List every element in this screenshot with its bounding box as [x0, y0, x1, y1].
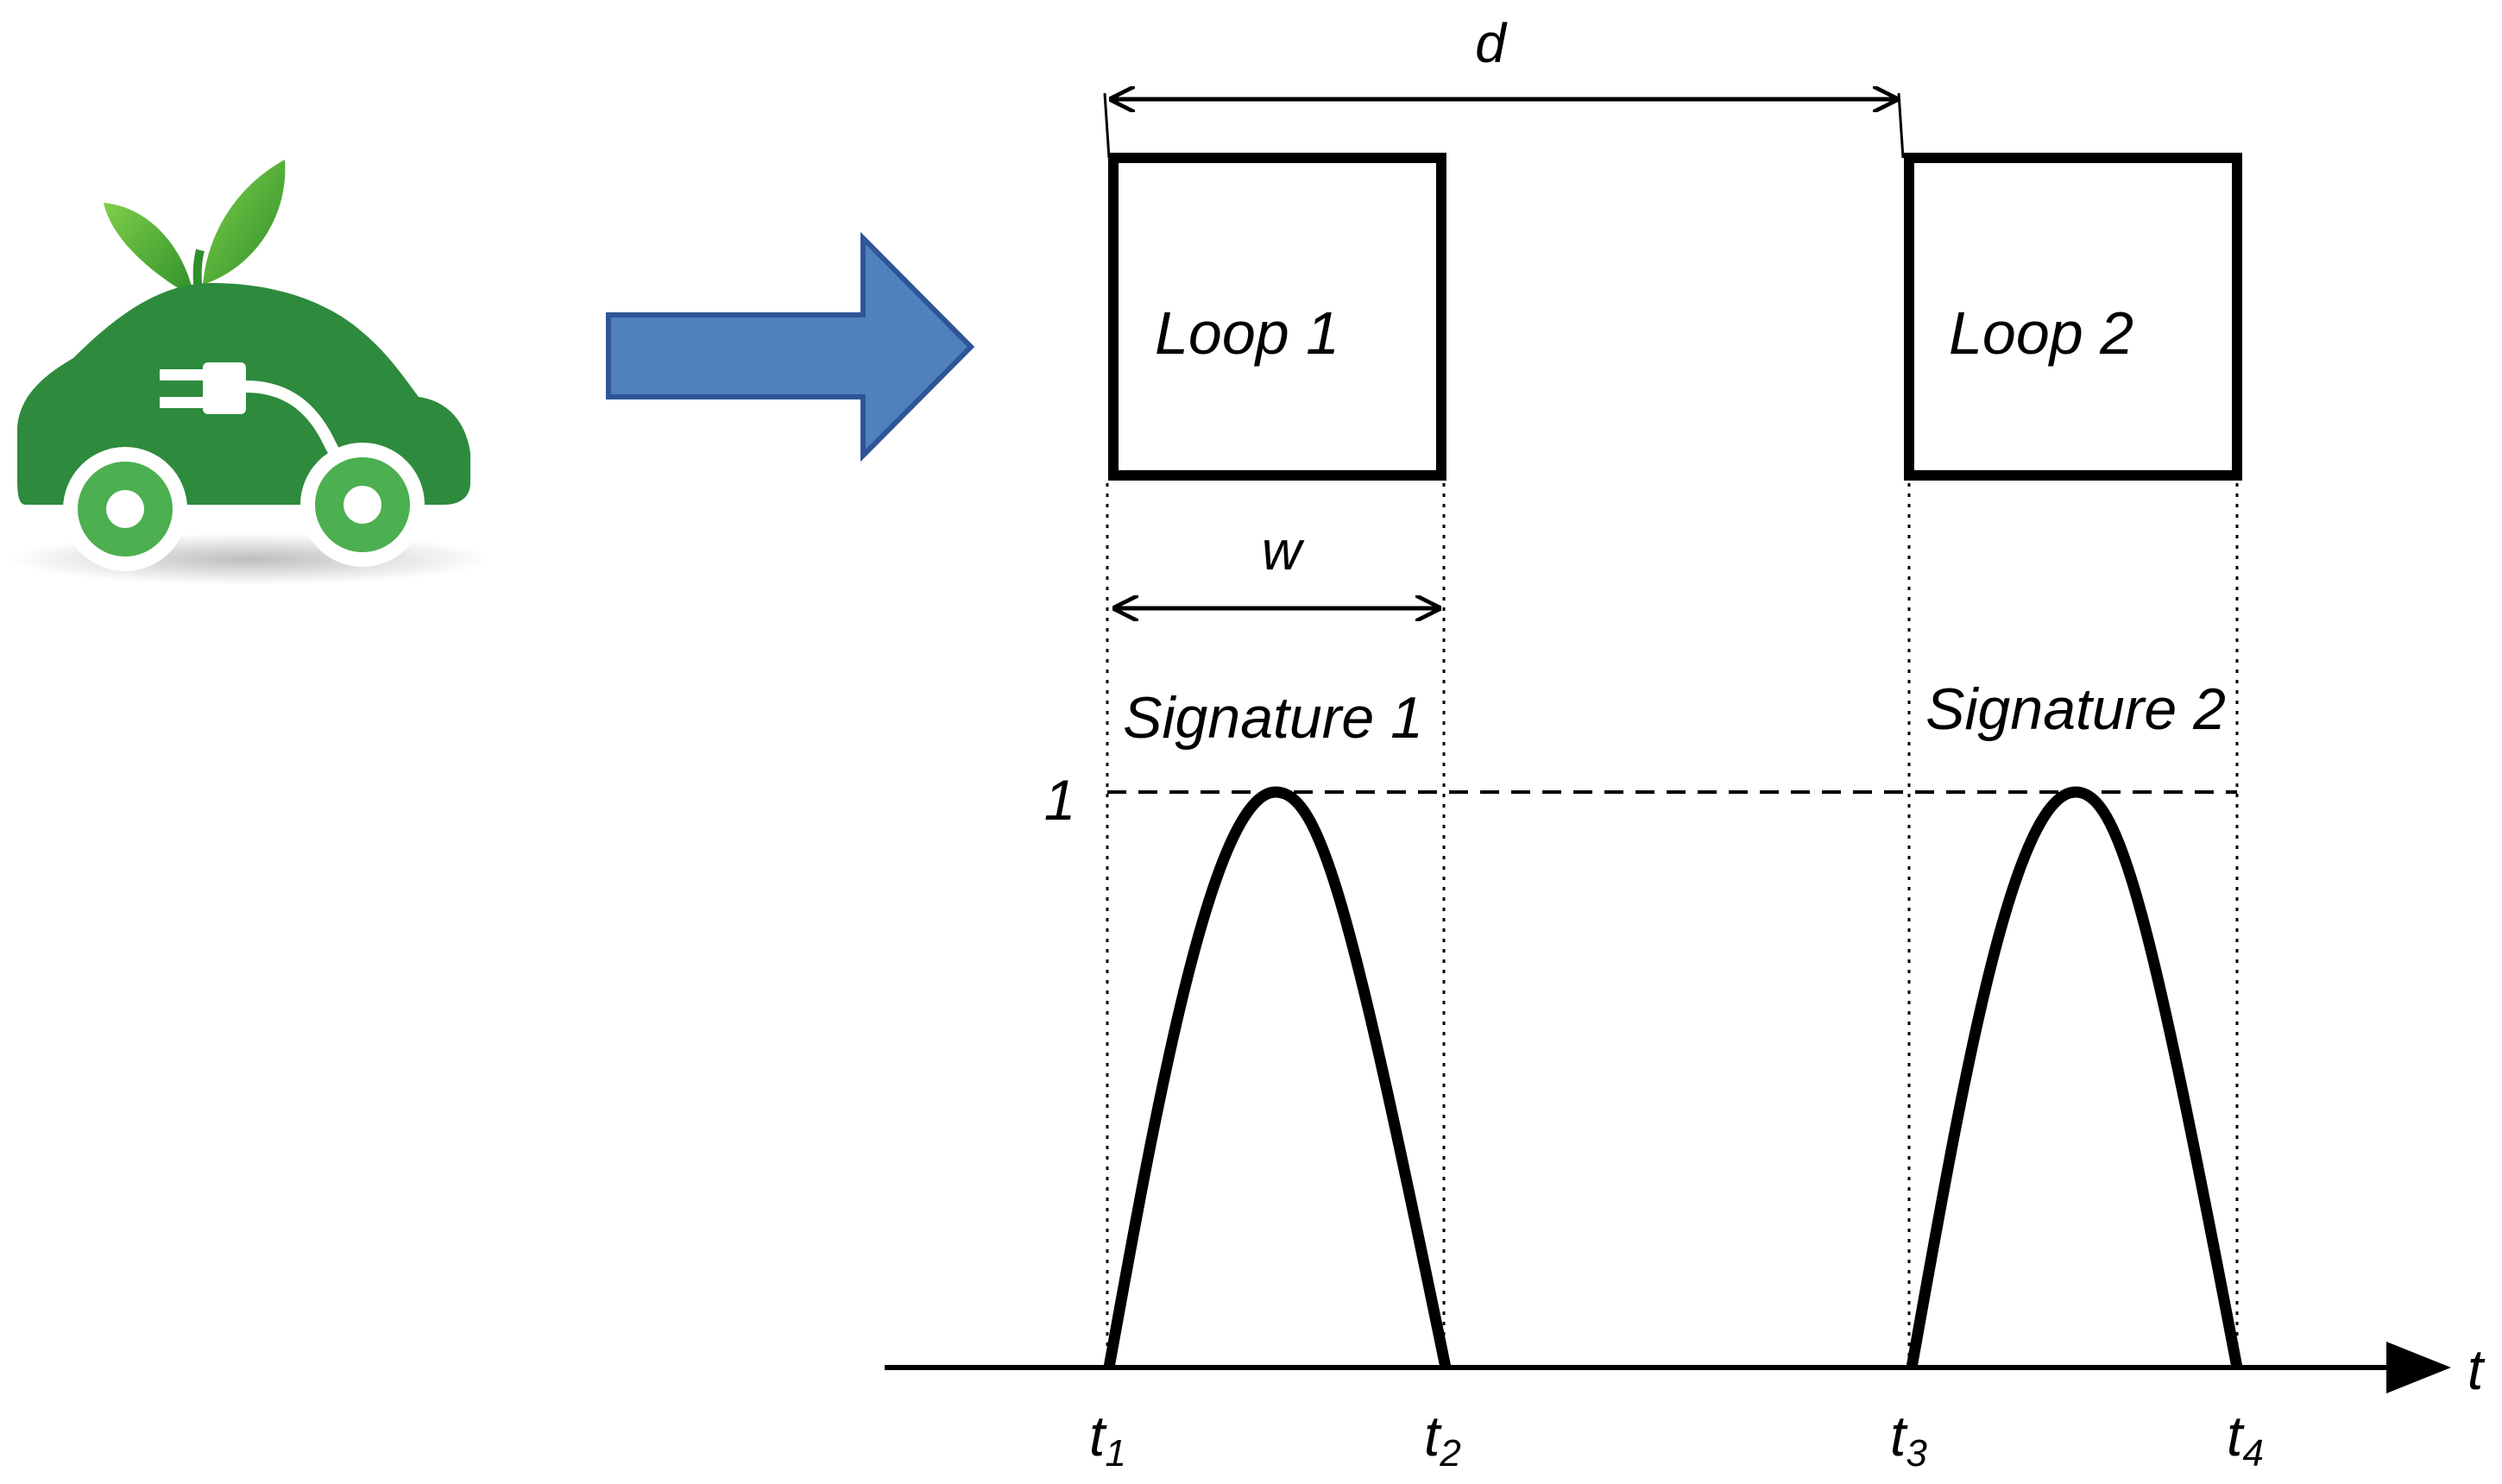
distance-label: d — [1475, 12, 1508, 74]
loop-1-box — [1108, 153, 1446, 481]
width-label: w — [1262, 519, 1305, 582]
time-axis: t — [885, 1337, 2486, 1401]
right-arrow-icon — [606, 231, 975, 462]
tick-t3: t3 — [1890, 1404, 1927, 1475]
time-axis-arrowhead — [2386, 1342, 2451, 1393]
loop-1-label: Loop 1 — [1155, 299, 1339, 367]
width-dimension: w — [1115, 519, 1439, 608]
wheel-front — [63, 447, 187, 571]
wheel-rear — [300, 443, 425, 567]
projection-lines — [1106, 483, 2239, 1368]
electric-car-icon — [9, 160, 492, 585]
loop-2: Loop 2 — [1904, 153, 2242, 481]
signature-1-label: Signature 1 — [1123, 685, 1423, 751]
leaf-left — [104, 203, 194, 298]
distance-dimension: d — [1103, 12, 1905, 159]
loop-2-box — [1904, 153, 2242, 481]
loop-1: Loop 1 — [1108, 153, 1446, 481]
peak-value-label: 1 — [1044, 768, 1076, 832]
loop-2-label: Loop 2 — [1949, 299, 2133, 367]
time-axis-label: t — [2467, 1337, 2486, 1401]
signature-2-curve — [1906, 786, 2243, 1369]
signature-1-curve — [1103, 786, 1452, 1369]
signature-2-label: Signature 2 — [1925, 676, 2226, 742]
leaf-right — [203, 160, 286, 285]
tick-t1: t1 — [1089, 1404, 1126, 1475]
tick-t2: t2 — [1424, 1404, 1461, 1475]
tick-t4: t4 — [2227, 1404, 2264, 1475]
